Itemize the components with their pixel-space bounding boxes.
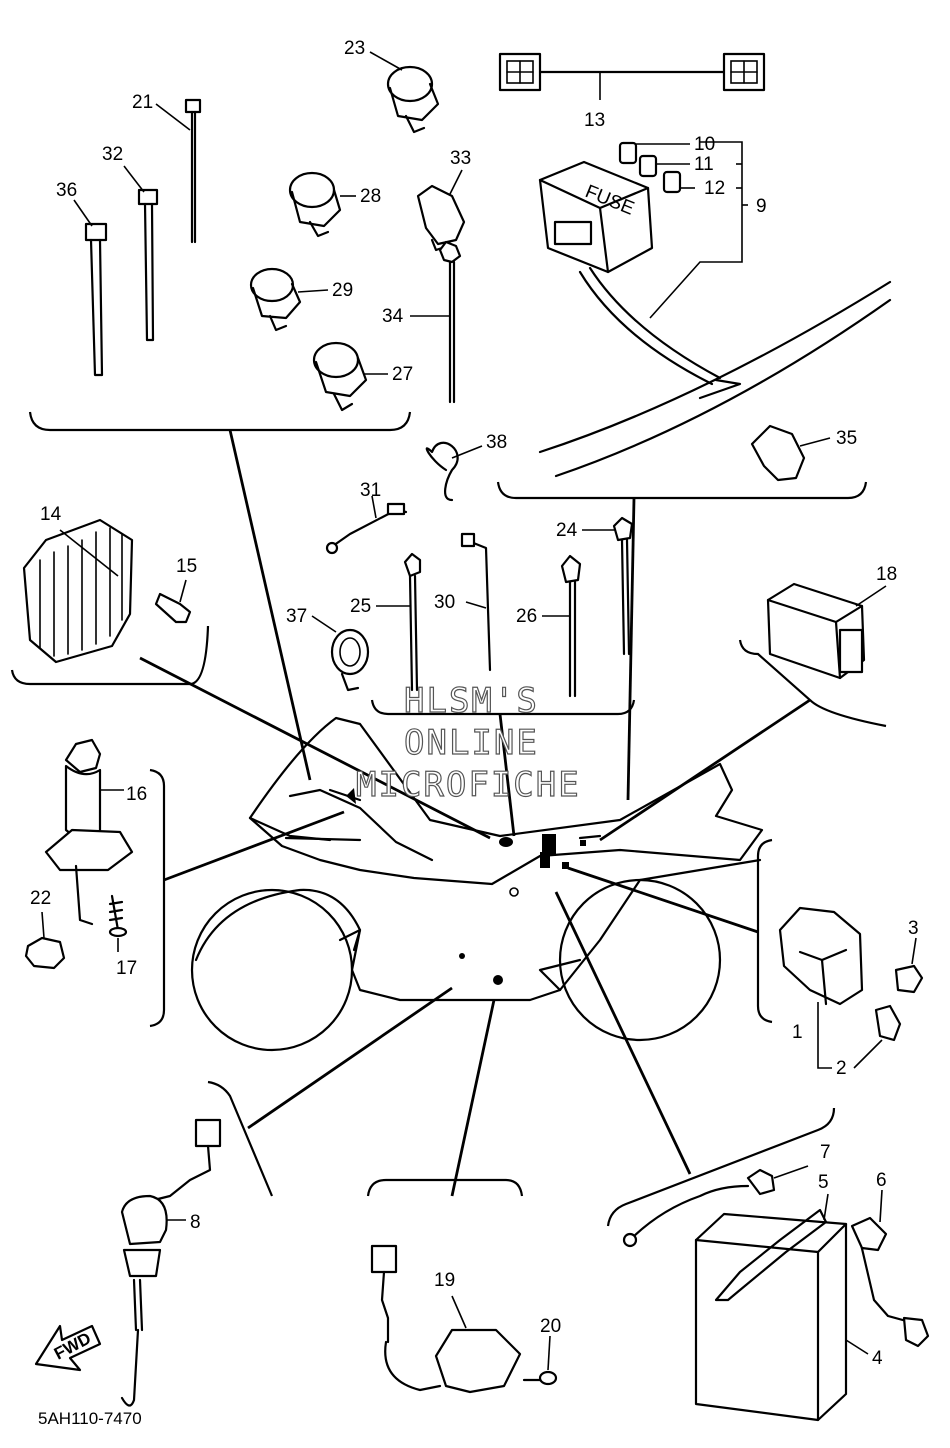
part-label-37: 37 <box>286 606 307 627</box>
part-label-23: 23 <box>344 38 365 59</box>
part-label-9: 9 <box>756 196 767 217</box>
cable-tie-32 <box>137 188 159 342</box>
clip-33 <box>416 184 466 252</box>
coupler-13 <box>498 52 766 100</box>
part-label-14: 14 <box>40 504 62 525</box>
watermark-line-3: MICROFICHE <box>356 765 581 805</box>
cable-tie-34 <box>438 240 462 404</box>
fuse-box-9: FUSE <box>538 141 892 478</box>
diagram-code: 5AH110-7470 <box>38 1409 142 1428</box>
label-leaders <box>41 51 616 952</box>
part-label-21: 21 <box>132 92 153 113</box>
part-label-36: 36 <box>56 180 77 201</box>
starter-relay-1 <box>567 838 924 1069</box>
fwd-arrow-icon: FWD <box>34 1324 102 1372</box>
top-left-parts-group <box>28 65 466 781</box>
part-label-25: 25 <box>350 596 371 617</box>
part-label-29: 29 <box>332 280 353 301</box>
part-label-26: 26 <box>516 606 537 627</box>
clamp-28 <box>288 171 342 238</box>
cable-tie-36 <box>84 222 108 377</box>
part-label-30: 30 <box>434 592 455 613</box>
part-label-31: 31 <box>360 480 381 501</box>
part-label-13: 13 <box>584 110 605 131</box>
sidestand-switch-19 <box>366 999 558 1394</box>
part-label-5: 5 <box>818 1172 829 1193</box>
part-label-28: 28 <box>360 186 381 207</box>
rectifier-regulator-14 <box>10 518 491 840</box>
middle-parts-group <box>325 441 636 837</box>
clip-35 <box>750 424 831 482</box>
part-label-34: 34 <box>382 306 404 327</box>
clamp-23 <box>386 65 440 134</box>
part-label-10: 10 <box>694 134 715 155</box>
part-label-27: 27 <box>392 364 413 385</box>
watermark-line-1: HLSM'S <box>404 681 539 721</box>
part-label-6: 6 <box>876 1170 887 1191</box>
part-label-11: 11 <box>694 154 714 175</box>
clamp-27 <box>312 341 368 412</box>
part-label-32: 32 <box>102 144 123 165</box>
part-label-35: 35 <box>836 428 857 449</box>
clamp-29 <box>249 267 302 332</box>
part-label-20: 20 <box>540 1316 561 1337</box>
part-label-38: 38 <box>486 432 507 453</box>
part-label-2: 2 <box>836 1058 847 1079</box>
part-label-19: 19 <box>434 1270 455 1291</box>
watermark-line-2: ONLINE <box>404 723 539 763</box>
part-label-7: 7 <box>820 1142 831 1163</box>
watermark: HLSM'S ONLINE MICROFICHE <box>355 680 581 805</box>
cable-tie-21 <box>184 98 202 244</box>
relay-18 <box>599 582 887 842</box>
part-label-33: 33 <box>450 148 471 169</box>
part-label-15: 15 <box>176 556 197 577</box>
part-label-18: 18 <box>876 564 897 585</box>
neutral-switch-8 <box>120 986 453 1407</box>
part-label-8: 8 <box>190 1212 201 1233</box>
battery-4 <box>554 891 930 1422</box>
part-label-12: 12 <box>704 178 725 199</box>
main-switch-16 <box>24 738 345 1028</box>
part-label-1: 1 <box>792 1022 803 1043</box>
part-label-17: 17 <box>116 958 137 979</box>
part-number-labels: 1 2 3 4 5 6 7 8 9 10 11 12 13 14 15 16 1… <box>30 38 919 1369</box>
part-label-4: 4 <box>872 1348 883 1369</box>
part-label-3: 3 <box>908 918 919 939</box>
part-label-22: 22 <box>30 888 51 909</box>
part-label-16: 16 <box>126 784 147 805</box>
part-label-24: 24 <box>556 520 578 541</box>
